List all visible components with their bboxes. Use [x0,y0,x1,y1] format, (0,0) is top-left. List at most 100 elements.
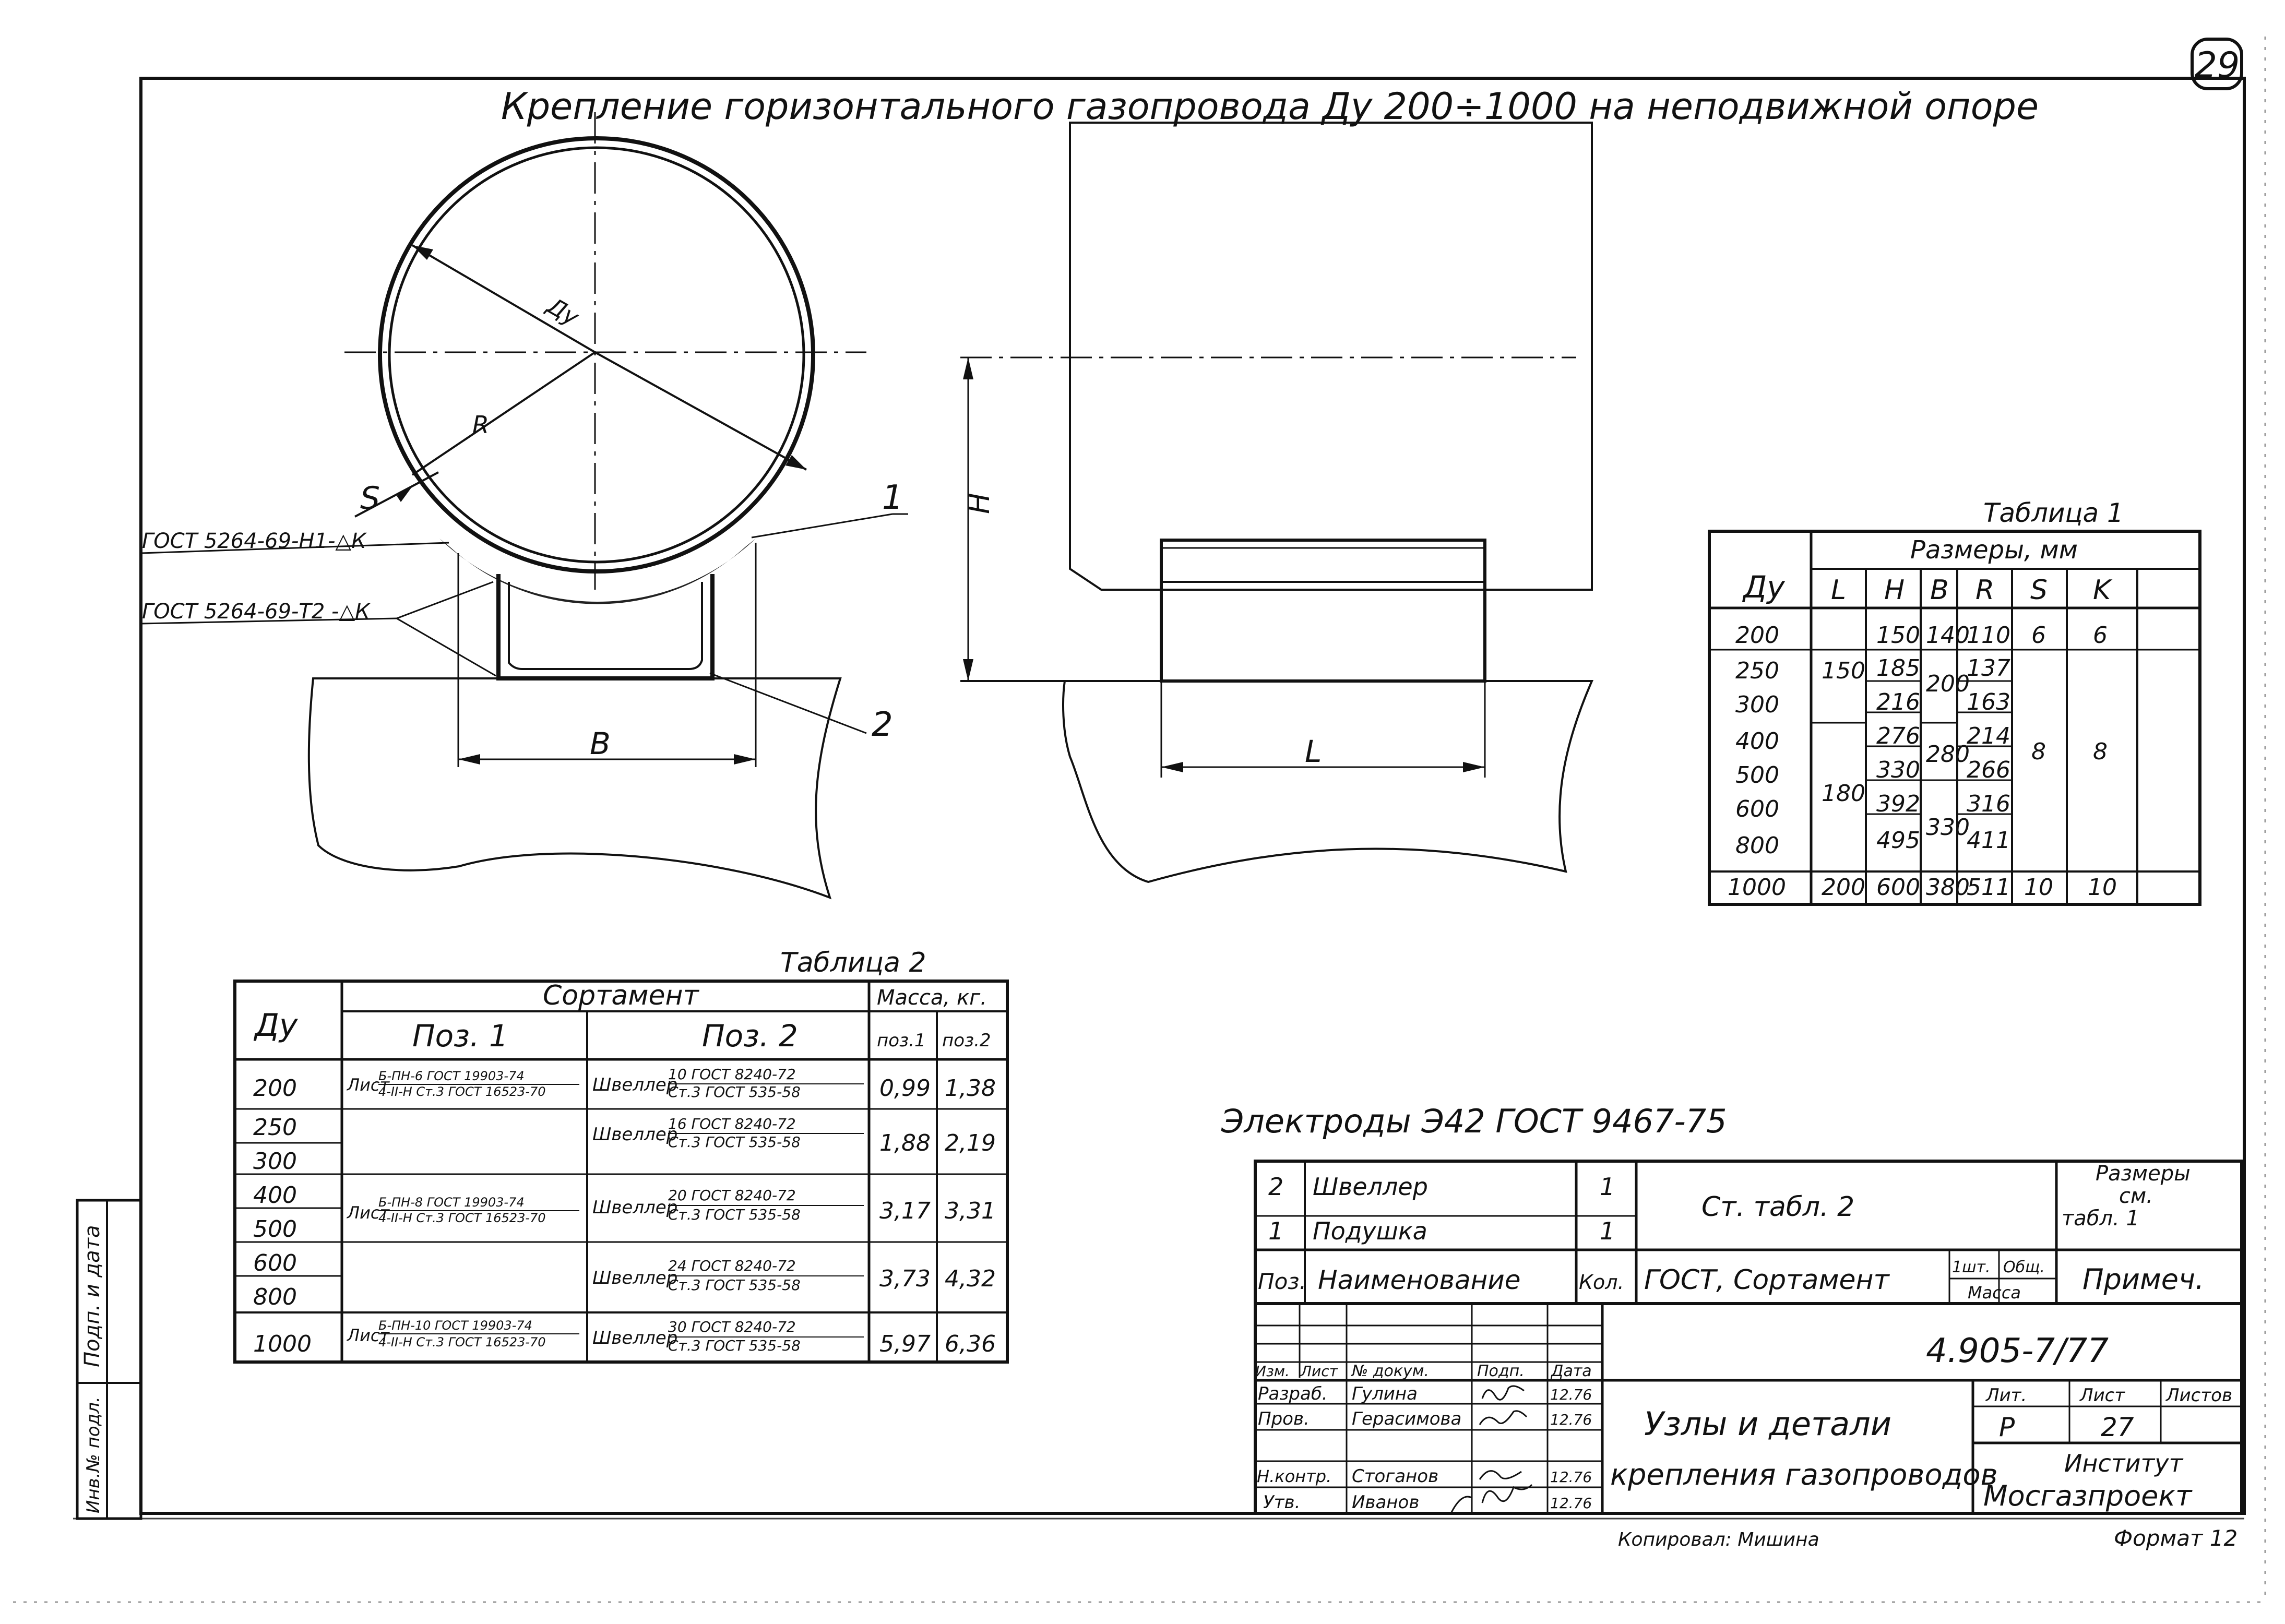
svg-text:1: 1 [1600,1173,1615,1201]
svg-text:280: 280 [1926,741,1970,768]
svg-text:Пров.: Пров. [1258,1408,1310,1429]
svg-text:300: 300 [1735,691,1779,718]
svg-text:Швеллер: Швеллер [592,1197,677,1218]
svg-text:Н.контр.: Н.контр. [1257,1466,1331,1486]
svg-text:10: 10 [2024,874,2053,901]
svg-text:300: 300 [253,1148,297,1175]
svg-text:1,88: 1,88 [879,1130,931,1156]
svg-text:1: 1 [1268,1217,1283,1245]
svg-text:6: 6 [2093,622,2108,649]
svg-text:Ст.3 ГОСТ 535-58: Ст.3 ГОСТ 535-58 [668,1337,801,1354]
svg-text:2: 2 [1268,1173,1283,1201]
svg-text:табл. 1: табл. 1 [2062,1207,2139,1231]
svg-text:250: 250 [253,1114,297,1141]
svg-text:Ст.3 ГОСТ 535-58: Ст.3 ГОСТ 535-58 [668,1083,801,1101]
svg-text:Общ.: Общ. [2003,1258,2045,1276]
svg-text:Масса, кг.: Масса, кг. [877,986,987,1010]
svg-text:Ст.3 ГОСТ 535-58: Ст.3 ГОСТ 535-58 [668,1276,801,1294]
svg-text:Швеллер: Швеллер [592,1074,677,1095]
svg-text:Лист: Лист [1300,1363,1338,1380]
svg-text:24 ГОСТ 8240-72: 24 ГОСТ 8240-72 [668,1257,796,1274]
svg-text:12.76: 12.76 [1550,1386,1592,1403]
svg-text:Иванов: Иванов [1352,1492,1419,1513]
svg-text:12.76: 12.76 [1550,1468,1592,1486]
svg-text:№ докум.: № докум. [1351,1362,1429,1380]
svg-text:6,36: 6,36 [945,1331,996,1357]
svg-text:Кол.: Кол. [1579,1271,1624,1294]
svg-text:276: 276 [1876,723,1920,749]
svg-text:Р: Р [1999,1412,2015,1442]
label-s: S [360,480,380,517]
svg-text:316: 316 [1967,791,2010,817]
svg-text:27: 27 [2101,1412,2134,1442]
svg-text:4.905-7/77: 4.905-7/77 [1926,1332,2109,1370]
svg-text:500: 500 [1735,762,1779,789]
svg-text:411: 411 [1967,827,2010,854]
svg-text:крепления газопроводов: крепления газопроводов [1610,1458,1998,1492]
label-pos1: 1 [882,479,903,517]
svg-text:4,32: 4,32 [945,1265,996,1292]
svg-text:330: 330 [1926,814,1970,841]
svg-text:Узлы и детали: Узлы и детали [1644,1405,1891,1443]
footer-copied: Копировал: Мишина [1618,1529,1819,1550]
stamp-sign-date: Подп. и дата [80,1225,104,1367]
weld-note-2: ГОСТ 5264-69-Т2 -△К [142,600,371,624]
svg-text:180: 180 [1822,780,1865,807]
svg-text:163: 163 [1967,689,2010,715]
table2-caption: Таблица 2 [780,947,926,978]
svg-text:Лит.: Лит. [1985,1385,2027,1406]
svg-text:Поз. 1: Поз. 1 [412,1018,508,1054]
svg-text:800: 800 [253,1284,297,1310]
svg-text:1шт.: 1шт. [1952,1258,1991,1276]
svg-text:H: H [1884,575,1905,606]
svg-text:400: 400 [1735,728,1779,755]
svg-text:Изм.: Изм. [1255,1363,1290,1380]
svg-text:1000: 1000 [253,1331,312,1357]
electrodes-note: Электроды Э42 ГОСТ 9467-75 [1221,1102,1727,1140]
svg-text:214: 214 [1967,723,2010,749]
svg-text:3,17: 3,17 [879,1198,931,1224]
svg-text:4-II-Н Ст.3 ГОСТ 16523-70: 4-II-Н Ст.3 ГОСТ 16523-70 [378,1084,546,1099]
svg-text:Гулина: Гулина [1352,1383,1418,1404]
svg-text:266: 266 [1967,757,2010,783]
svg-text:8: 8 [2093,738,2108,765]
svg-text:Ду: Ду [253,1007,299,1044]
svg-text:200: 200 [1822,874,1865,901]
svg-text:216: 216 [1876,689,1920,715]
svg-text:137: 137 [1967,655,2010,682]
svg-text:Листов: Листов [2165,1385,2232,1406]
table1-text: Ду Размеры, мм L H B R S K 200 250 300 4… [1728,535,2117,901]
svg-text:1000: 1000 [1728,874,1786,901]
svg-text:Швеллер: Швеллер [1313,1173,1428,1201]
svg-text:1,38: 1,38 [945,1075,996,1102]
svg-text:150: 150 [1876,622,1920,649]
svg-text:16 ГОСТ 8240-72: 16 ГОСТ 8240-72 [668,1115,796,1132]
side-stamp [76,1199,142,1520]
front-view [140,112,908,900]
svg-text:3,31: 3,31 [945,1198,996,1224]
svg-text:150: 150 [1822,658,1865,684]
svg-text:250: 250 [1735,658,1779,684]
svg-text:Лист: Лист [347,1326,390,1345]
svg-text:380: 380 [1926,874,1970,901]
svg-text:Примеч.: Примеч. [2082,1263,2204,1296]
title-block-text: 2 Швеллер 1 1 Подушка 1 Ст. табл. 2 Разм… [1255,1162,2232,1513]
svg-text:2,19: 2,19 [945,1130,996,1156]
svg-text:4-II-Н Ст.3 ГОСТ 16523-70: 4-II-Н Ст.3 ГОСТ 16523-70 [378,1211,546,1225]
weld-note-1: ГОСТ 5264-69-Н1-△К [142,529,367,553]
table2 [233,980,1009,1364]
svg-text:Ст.3 ГОСТ 535-58: Ст.3 ГОСТ 535-58 [668,1206,801,1223]
svg-text:S: S [2030,575,2048,606]
svg-text:Лист: Лист [2079,1385,2125,1406]
svg-text:600: 600 [253,1250,297,1276]
svg-text:185: 185 [1876,655,1920,682]
svg-text:B: B [1930,575,1949,606]
svg-text:Поз. 2: Поз. 2 [702,1018,798,1054]
title-block [1254,1160,2243,1515]
svg-text:500: 500 [253,1216,297,1243]
svg-text:Ст.3 ГОСТ 535-58: Ст.3 ГОСТ 535-58 [668,1133,801,1151]
svg-text:Утв.: Утв. [1263,1492,1300,1513]
svg-text:5,97: 5,97 [879,1331,931,1357]
table1-caption: Таблица 1 [1983,498,2124,528]
svg-text:Институт: Институт [2064,1449,2183,1477]
